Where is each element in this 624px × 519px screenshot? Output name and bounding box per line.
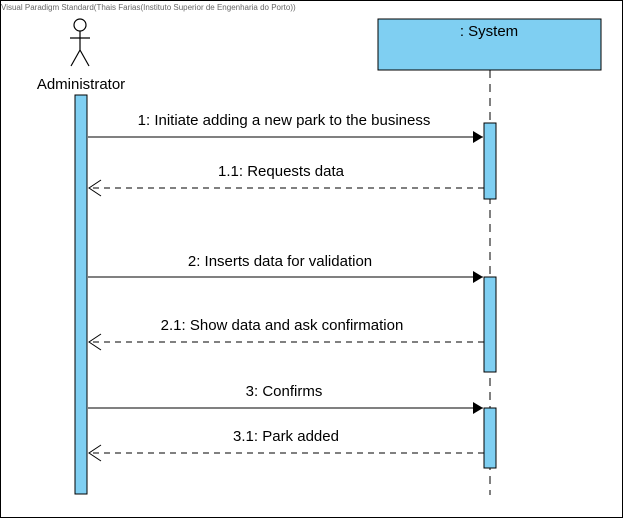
message-2-1-arrowhead (88, 333, 102, 351)
message-1: 1: Initiate adding a new park to the bus… (88, 112, 483, 143)
watermark-text: Visual Paradigm Standard(Thais Farias(In… (1, 3, 296, 12)
system-lifeline: : System (377, 18, 602, 495)
message-2-1: 2.1: Show data and ask confirmation (88, 317, 484, 351)
system-lifeline-box (377, 18, 602, 71)
message-2-1-label: 2.1: Show data and ask confirmation (161, 317, 404, 334)
administrator-actor: Administrator (37, 18, 125, 93)
message-3-1: 3.1: Park added (88, 428, 484, 462)
message-1-label: 1: Initiate adding a new park to the bus… (138, 112, 431, 129)
message-1-1-label: 1.1: Requests data (218, 163, 345, 180)
actor-activation-bar (74, 94, 88, 495)
message-1-1-arrowhead (88, 179, 102, 197)
message-1-1: 1.1: Requests data (88, 163, 484, 197)
message-2-label: 2: Inserts data for validation (188, 253, 372, 270)
actor-name: Administrator (37, 76, 125, 93)
message-3-1-arrowhead (88, 444, 102, 462)
system-activation-bar-3 (483, 407, 497, 469)
system-lifeline-name: : System (460, 23, 518, 40)
message-3: 3: Confirms (88, 383, 483, 414)
message-3-label: 3: Confirms (246, 383, 323, 400)
stick-figure-actor-icon (70, 18, 90, 67)
system-activation-bar-1 (483, 122, 497, 200)
message-2: 2: Inserts data for validation (88, 253, 483, 283)
message-3-1-label: 3.1: Park added (233, 428, 339, 445)
system-activation-bar-2 (483, 276, 497, 373)
